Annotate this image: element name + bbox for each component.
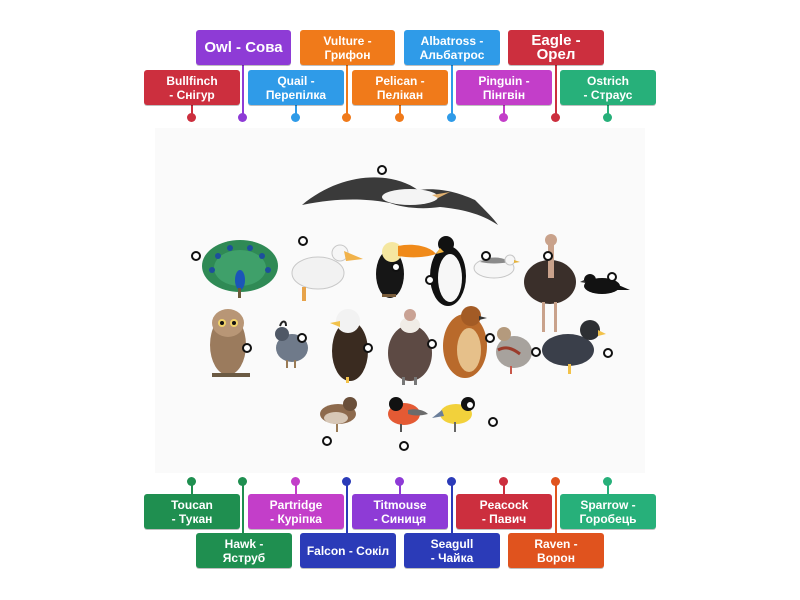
label-peacock[interactable]: Peacock - Павич bbox=[456, 494, 552, 529]
target-hole[interactable] bbox=[481, 251, 491, 261]
connector-dot bbox=[395, 113, 404, 122]
label-eagle[interactable]: Eagle - Орел bbox=[508, 30, 604, 65]
label-raven[interactable]: Raven - Ворон bbox=[508, 533, 604, 568]
label-hawk[interactable]: Hawk - Яструб bbox=[196, 533, 292, 568]
connector-dot bbox=[447, 113, 456, 122]
target-hole[interactable] bbox=[297, 333, 307, 343]
eagle-image bbox=[330, 309, 368, 383]
connector-dot bbox=[342, 113, 351, 122]
label-sparrow[interactable]: Sparrow - Горобець bbox=[560, 494, 656, 529]
label-vulture[interactable]: Vulture - Грифон bbox=[300, 30, 395, 65]
falcon-image bbox=[542, 320, 606, 374]
target-hole[interactable] bbox=[298, 236, 308, 246]
target-hole[interactable] bbox=[543, 251, 553, 261]
label-bullfinch[interactable]: Bullfinch - Снігур bbox=[144, 70, 240, 105]
label-owl[interactable]: Owl - Сова bbox=[196, 30, 291, 65]
connector-dot bbox=[551, 113, 560, 122]
target-hole[interactable] bbox=[488, 417, 498, 427]
connector-dot bbox=[238, 113, 247, 122]
owl-image bbox=[210, 309, 250, 377]
raven-image bbox=[580, 274, 630, 294]
connector-dot bbox=[603, 113, 612, 122]
sparrow-image bbox=[320, 397, 357, 432]
target-hole[interactable] bbox=[603, 348, 613, 358]
label-albatross[interactable]: Albatross - Альбатрос bbox=[404, 30, 500, 65]
label-quail[interactable]: Quail - Перепілка bbox=[248, 70, 344, 105]
target-hole[interactable] bbox=[377, 165, 387, 175]
target-hole[interactable] bbox=[485, 333, 495, 343]
target-hole[interactable] bbox=[322, 436, 332, 446]
label-titmouse[interactable]: Titmouse - Синиця bbox=[352, 494, 448, 529]
target-hole[interactable] bbox=[391, 262, 401, 272]
target-hole[interactable] bbox=[427, 339, 437, 349]
titmouse-image bbox=[432, 397, 475, 432]
pelican-image bbox=[291, 244, 363, 301]
connector-dot bbox=[395, 477, 404, 486]
target-hole[interactable] bbox=[531, 347, 541, 357]
connector-dot bbox=[499, 113, 508, 122]
peacock-image bbox=[202, 240, 278, 298]
target-hole[interactable] bbox=[191, 251, 201, 261]
connector-dot bbox=[447, 477, 456, 486]
connector-dot bbox=[603, 477, 612, 486]
partridge-image bbox=[496, 327, 532, 374]
label-falcon[interactable]: Falcon - Сокіл bbox=[300, 533, 396, 568]
connector-dot bbox=[238, 477, 247, 486]
label-partridge[interactable]: Partridge - Курiпка bbox=[248, 494, 344, 529]
label-pinguin[interactable]: Pinguin - Пінгвін bbox=[456, 70, 552, 105]
label-ostrich[interactable]: Ostrich - Страус bbox=[560, 70, 656, 105]
quail-image bbox=[275, 320, 308, 368]
connector-dot bbox=[187, 113, 196, 122]
target-hole[interactable] bbox=[607, 272, 617, 282]
albatross-image bbox=[302, 177, 498, 225]
target-hole[interactable] bbox=[425, 275, 435, 285]
target-hole[interactable] bbox=[242, 343, 252, 353]
connector-dot bbox=[187, 477, 196, 486]
hawk-image bbox=[443, 306, 487, 378]
connector-dot bbox=[291, 113, 300, 122]
bullfinch-image bbox=[388, 397, 428, 432]
penguin-image bbox=[430, 236, 466, 306]
connector-dot bbox=[499, 477, 508, 486]
label-toucan[interactable]: Toucan - Тукан bbox=[144, 494, 240, 529]
connector-dot bbox=[551, 477, 560, 486]
seagull-image bbox=[473, 254, 520, 279]
target-hole[interactable] bbox=[399, 441, 409, 451]
label-pelican[interactable]: Pelican - Пелікан bbox=[352, 70, 448, 105]
target-hole[interactable] bbox=[363, 343, 373, 353]
label-seagull[interactable]: Seagull - Чайка bbox=[404, 533, 500, 568]
vulture-image bbox=[388, 309, 432, 385]
connector-dot bbox=[342, 477, 351, 486]
connector-dot bbox=[291, 477, 300, 486]
